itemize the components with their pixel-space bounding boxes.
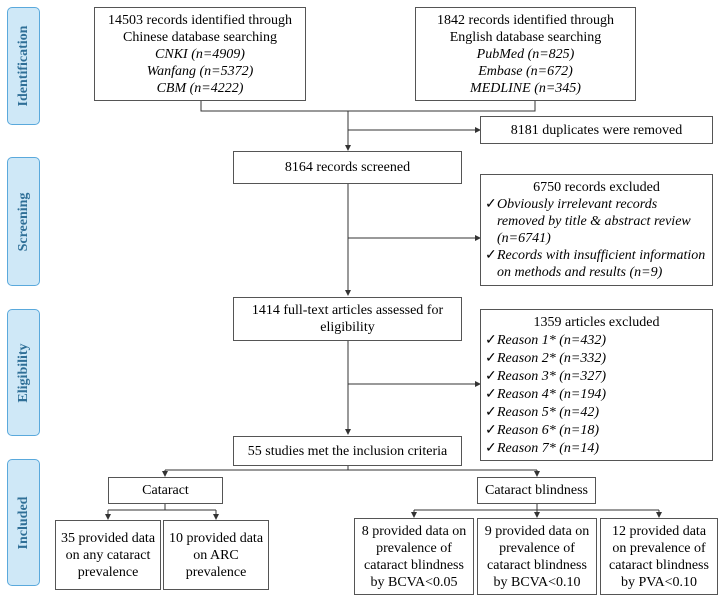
cataract-blindness-label: Cataract blindness — [484, 483, 589, 498]
pva-010-line1: 12 provided data — [611, 523, 707, 539]
reason-7: Reason 7* (n=14) — [497, 441, 599, 456]
articles-excluded-box: 1359 articles excluded ✓Reason 1* (n=432… — [480, 309, 713, 461]
any-cataract-line2: on any cataract — [65, 547, 151, 563]
full-text-assessed-line1: 1414 full-text articles assessed for — [251, 303, 444, 318]
chinese-database-label: Chinese database searching — [123, 29, 277, 45]
pva-010-line2: on prevalence of — [612, 540, 706, 556]
exclusion-item-insufficient: ✓ Records with insufficient information … — [485, 247, 708, 281]
reason-item: ✓Reason 6* (n=18) — [485, 422, 708, 440]
check-icon: ✓ — [485, 423, 497, 438]
reason-1: Reason 1* (n=432) — [497, 333, 606, 348]
embase-source: Embase (n=672) — [478, 63, 573, 79]
pubmed-source: PubMed (n=825) — [476, 46, 575, 62]
arc-line3: prevalence — [185, 564, 247, 580]
check-icon: ✓ — [485, 369, 497, 384]
arc-line1: 10 provided data — [168, 530, 264, 546]
any-cataract-line3: prevalence — [77, 564, 139, 580]
cataract-box: Cataract — [108, 477, 223, 504]
reason-item: ✓Reason 7* (n=14) — [485, 440, 708, 458]
pva-010-line3: cataract blindness — [609, 557, 709, 573]
bcva-005-line1: 8 provided data on — [361, 523, 467, 539]
check-icon: ✓ — [485, 197, 497, 212]
records-excluded-box: 6750 records excluded ✓ Obviously irrele… — [480, 174, 713, 286]
medline-source: MEDLINE (n=345) — [470, 80, 581, 96]
arc-prevalence-box: 10 provided data on ARC prevalence — [163, 520, 269, 590]
bcva-010-line1: 9 provided data on — [484, 523, 590, 539]
english-database-box: 1842 records identified through English … — [415, 7, 636, 101]
exclusion-item-irrelevant: ✓ Obviously irrelevant records removed b… — [485, 196, 708, 247]
reason-item: ✓Reason 3* (n=327) — [485, 368, 708, 386]
check-icon: ✓ — [485, 441, 497, 456]
records-screened-text: 8164 records screened — [284, 160, 411, 175]
english-database-label: English database searching — [449, 29, 602, 45]
reason-4: Reason 4* (n=194) — [497, 387, 606, 402]
arc-line2: on ARC — [193, 547, 239, 563]
reason-item: ✓Reason 4* (n=194) — [485, 386, 708, 404]
reason-2: Reason 2* (n=332) — [497, 351, 606, 366]
reason-item: ✓Reason 1* (n=432) — [485, 332, 708, 350]
reason-5: Reason 5* (n=42) — [497, 405, 599, 420]
reason-item: ✓Reason 5* (n=42) — [485, 404, 708, 422]
check-icon: ✓ — [485, 333, 497, 348]
phase-included: Included — [7, 459, 40, 586]
cataract-label: Cataract — [142, 483, 189, 498]
exclusion-irrelevant-line2: removed by title & abstract review — [497, 214, 691, 229]
any-cataract-prevalence-box: 35 provided data on any cataract prevale… — [55, 520, 161, 590]
check-icon: ✓ — [485, 351, 497, 366]
exclusion-insufficient-line1: Records with insufficient information — [497, 248, 706, 263]
cbm-source: CBM (n=4222) — [156, 80, 244, 96]
phase-identification-label: Identification — [15, 25, 31, 107]
reason-item: ✓Reason 2* (n=332) — [485, 350, 708, 368]
reason-3: Reason 3* (n=327) — [497, 369, 606, 384]
full-text-assessed-line2: eligibility — [320, 320, 375, 335]
articles-excluded-title: 1359 articles excluded — [533, 315, 660, 330]
phase-eligibility-label: Eligibility — [15, 342, 31, 403]
records-screened-box: 8164 records screened — [233, 151, 462, 184]
full-text-assessed-box: 1414 full-text articles assessed for eli… — [233, 297, 462, 341]
inclusion-criteria-text: 55 studies met the inclusion criteria — [247, 443, 448, 459]
cataract-blindness-box: Cataract blindness — [477, 477, 596, 504]
duplicates-removed-box: 8181 duplicates were removed — [480, 116, 713, 144]
chinese-records-count: 14503 records identified through — [108, 12, 292, 28]
check-icon: ✓ — [485, 248, 497, 263]
phase-eligibility: Eligibility — [7, 309, 40, 436]
bcva-005-line2: prevalence of — [376, 540, 452, 556]
bcva-010-line2: prevalence of — [499, 540, 575, 556]
bcva-010-box: 9 provided data on prevalence of catarac… — [477, 518, 597, 595]
duplicates-removed-text: 8181 duplicates were removed — [510, 122, 683, 138]
pva-010-box: 12 provided data on prevalence of catara… — [600, 518, 718, 595]
check-icon: ✓ — [485, 387, 497, 402]
bcva-005-line3: cataract blindness — [364, 557, 464, 573]
records-excluded-title: 6750 records excluded — [533, 180, 660, 195]
bcva-010-line3: cataract blindness — [487, 557, 587, 573]
bcva-005-line4: by BCVA<0.05 — [370, 574, 458, 590]
phase-screening: Screening — [7, 157, 40, 286]
english-records-count: 1842 records identified through — [437, 12, 614, 28]
chinese-database-box: 14503 records identified through Chinese… — [94, 7, 306, 101]
pva-010-line4: by PVA<0.10 — [620, 574, 698, 590]
exclusion-irrelevant-line1: Obviously irrelevant records — [497, 197, 658, 212]
exclusion-insufficient-line2: on methods and results (n=9) — [497, 265, 663, 280]
exclusion-irrelevant-line3: (n=6741) — [497, 231, 551, 246]
cnki-source: CNKI (n=4909) — [155, 46, 245, 62]
check-icon: ✓ — [485, 405, 497, 420]
inclusion-criteria-box: 55 studies met the inclusion criteria — [233, 436, 462, 466]
bcva-005-box: 8 provided data on prevalence of catarac… — [354, 518, 474, 595]
bcva-010-line4: by BCVA<0.10 — [493, 574, 581, 590]
any-cataract-line1: 35 provided data — [60, 530, 156, 546]
phase-screening-label: Screening — [15, 192, 31, 251]
phase-identification: Identification — [7, 7, 40, 125]
phase-included-label: Included — [15, 496, 31, 549]
wanfang-source: Wanfang (n=5372) — [146, 63, 254, 79]
reason-6: Reason 6* (n=18) — [497, 423, 599, 438]
